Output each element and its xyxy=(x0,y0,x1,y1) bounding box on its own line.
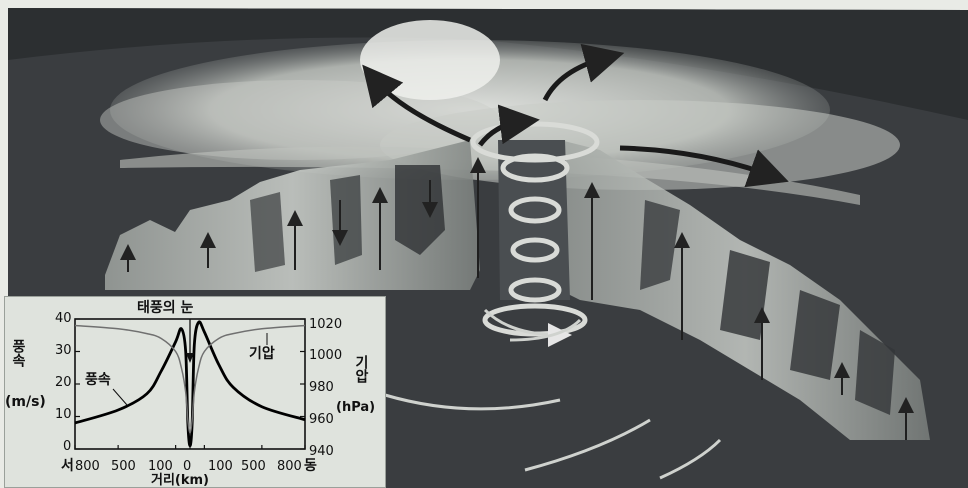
left-axis-title: 풍속 xyxy=(11,339,25,367)
left-tick: 0 xyxy=(63,440,71,453)
right-axis-title-char: 압 xyxy=(353,369,369,383)
wind-pressure-profile-chart: 태풍의 눈 풍속 기압 풍속 (m/s) 기압 (hPa) 40 30 20 1… xyxy=(4,296,386,488)
x-tick: 500 xyxy=(241,460,266,473)
right-axis-title-char: 기 xyxy=(353,355,369,369)
left-tick: 30 xyxy=(55,344,72,357)
eye-label: 태풍의 눈 xyxy=(137,301,193,315)
pressure-curve-label: 기압 xyxy=(249,347,275,361)
right-tick: 1000 xyxy=(309,349,342,362)
left-axis-title-char: 풍 xyxy=(10,339,26,353)
x-tick: 0 xyxy=(183,460,191,473)
right-tick: 960 xyxy=(309,413,334,426)
right-tick: 940 xyxy=(309,445,334,458)
wind-curve-label: 풍속 xyxy=(85,373,111,387)
right-tick: 1020 xyxy=(309,318,342,331)
x-axis-title: 거리(km) xyxy=(151,474,209,487)
x-tick: 800 xyxy=(75,460,100,473)
x-west-label: 서 xyxy=(61,459,74,473)
left-tick: 20 xyxy=(55,376,72,389)
x-east-label: 동 xyxy=(304,459,317,473)
x-tick: 800 xyxy=(277,460,302,473)
x-tick: 500 xyxy=(111,460,136,473)
wind-label-leader xyxy=(113,389,127,405)
right-tick: 980 xyxy=(309,381,334,394)
x-tick: 100 xyxy=(148,460,173,473)
right-axis-title: 기압 xyxy=(354,355,368,383)
left-tick: 40 xyxy=(55,312,72,325)
right-axis-unit: (hPa) xyxy=(336,401,375,414)
x-tick: 100 xyxy=(208,460,233,473)
left-tick: 10 xyxy=(55,408,72,421)
left-axis-unit: (m/s) xyxy=(5,395,46,409)
left-axis-title-char: 속 xyxy=(10,353,26,367)
